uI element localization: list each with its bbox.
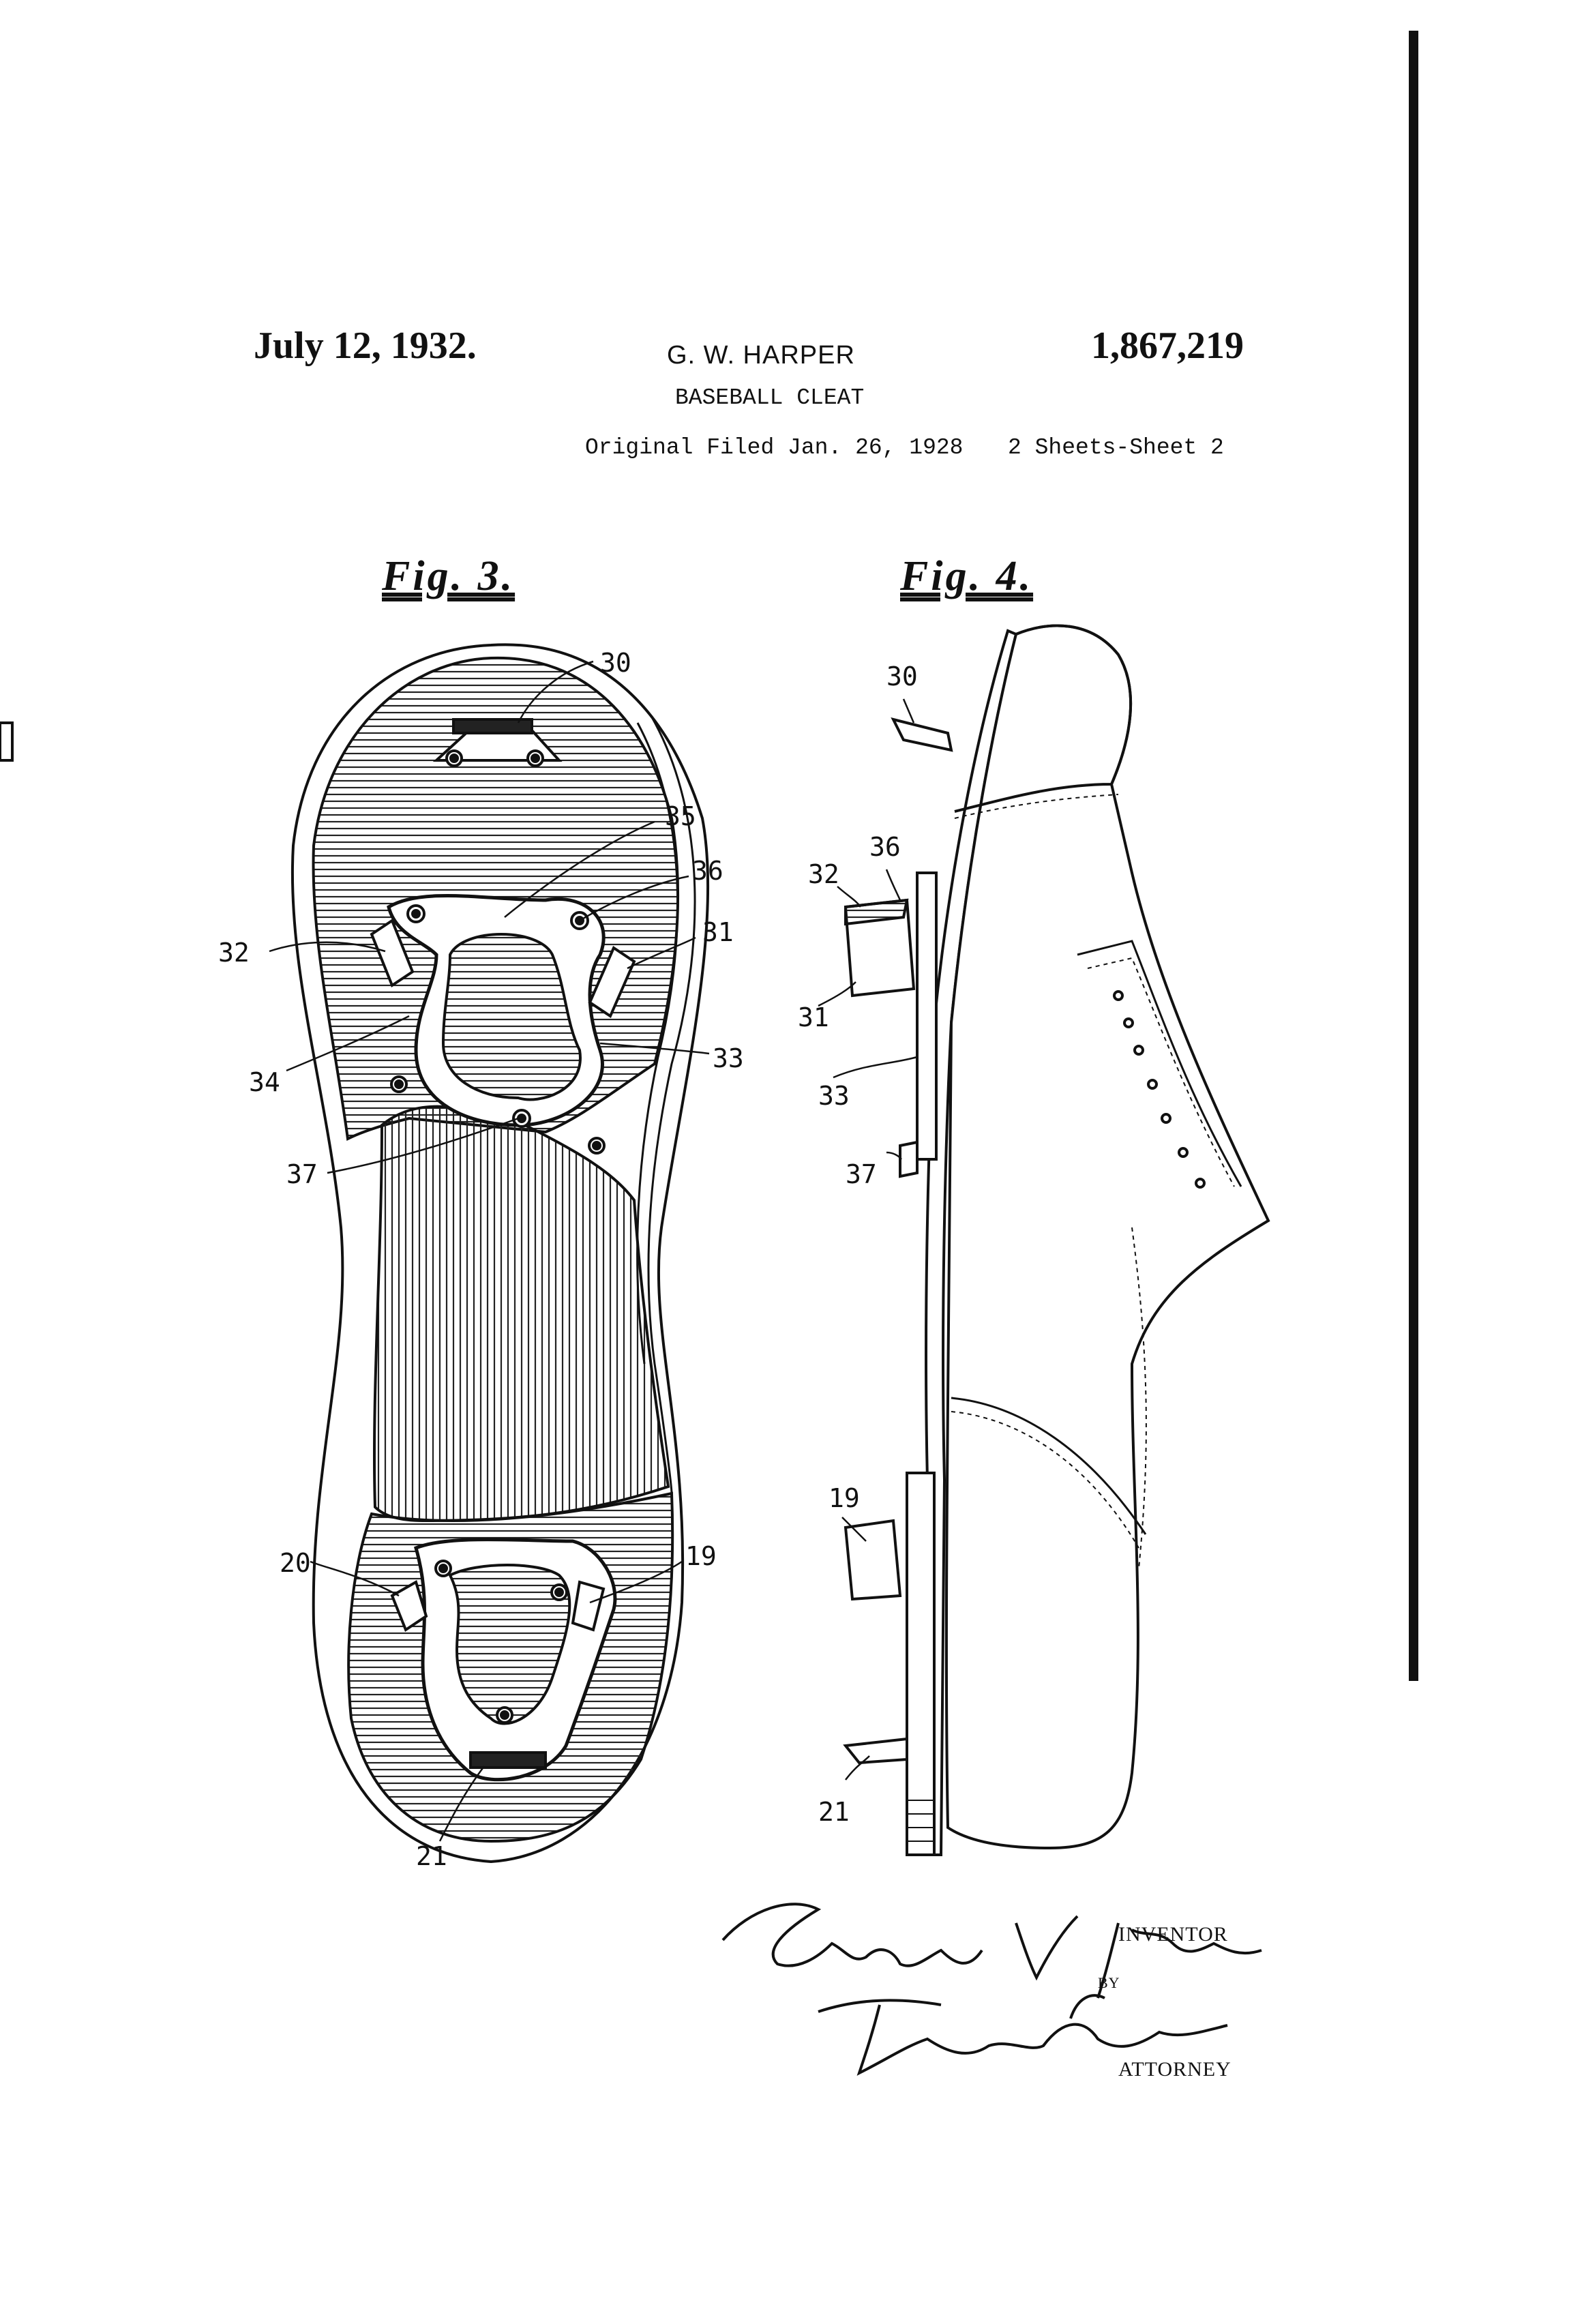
fig4-leader-lines [818,698,918,1781]
patent-date: July 12, 1932. [254,325,477,367]
patent-title: BASEBALL CLEAT [675,385,865,411]
by-label: BY [1098,1974,1120,1991]
fig4-ref-33: 33 [818,1081,850,1111]
fig3-leader-lines [269,660,710,1842]
fig4-ref-36: 36 [869,832,901,862]
inventor-signature-image [721,1903,1262,1999]
fig3-ref-36: 36 [692,856,723,886]
inventor-label: INVENTOR [1118,1923,1228,1946]
fig3-sole-drawing [290,643,710,1864]
inventor-name: G. W. HARPER [667,341,855,370]
fig3-ref-32: 32 [218,938,250,968]
fig4-ref-19: 19 [829,1483,860,1513]
fig3-ref-33: 33 [713,1043,744,1073]
sheet-number: 2 Sheets-Sheet 2 [1008,435,1224,460]
page-edge-bar [1409,31,1418,1681]
reference-numerals: 30 35 36 32 31 33 34 37 20 19 21 30 36 3… [218,648,918,1871]
fig3-ref-37: 37 [286,1159,318,1189]
filing-date: Original Filed Jan. 26, 1928 [585,435,964,460]
fig3-ref-35: 35 [665,801,696,831]
fig4-ref-31: 31 [798,1002,829,1032]
fig4-ref-32: 32 [808,859,839,889]
fig3-ref-30: 30 [600,648,631,678]
attorney-label: ATTORNEY [1118,2058,1232,2081]
fig4-ref-30: 30 [886,661,918,691]
fig4-ref-21: 21 [818,1797,850,1827]
attorney-signature-image [818,1994,1228,2076]
fig3-ref-31: 31 [702,917,734,947]
fig3-ref-19: 19 [685,1541,717,1571]
fig3-ref-20: 20 [280,1548,311,1578]
patent-number: 1,867,219 [1091,325,1244,367]
fig4-ref-37: 37 [846,1159,877,1189]
fig4-shoe-drawing [0,624,1270,1856]
fig3-ref-34: 34 [249,1067,280,1097]
fig4-label: Fig. 4. [900,553,1034,599]
fig3-ref-21: 21 [416,1841,447,1871]
fig3-label: Fig. 3. [382,553,516,599]
